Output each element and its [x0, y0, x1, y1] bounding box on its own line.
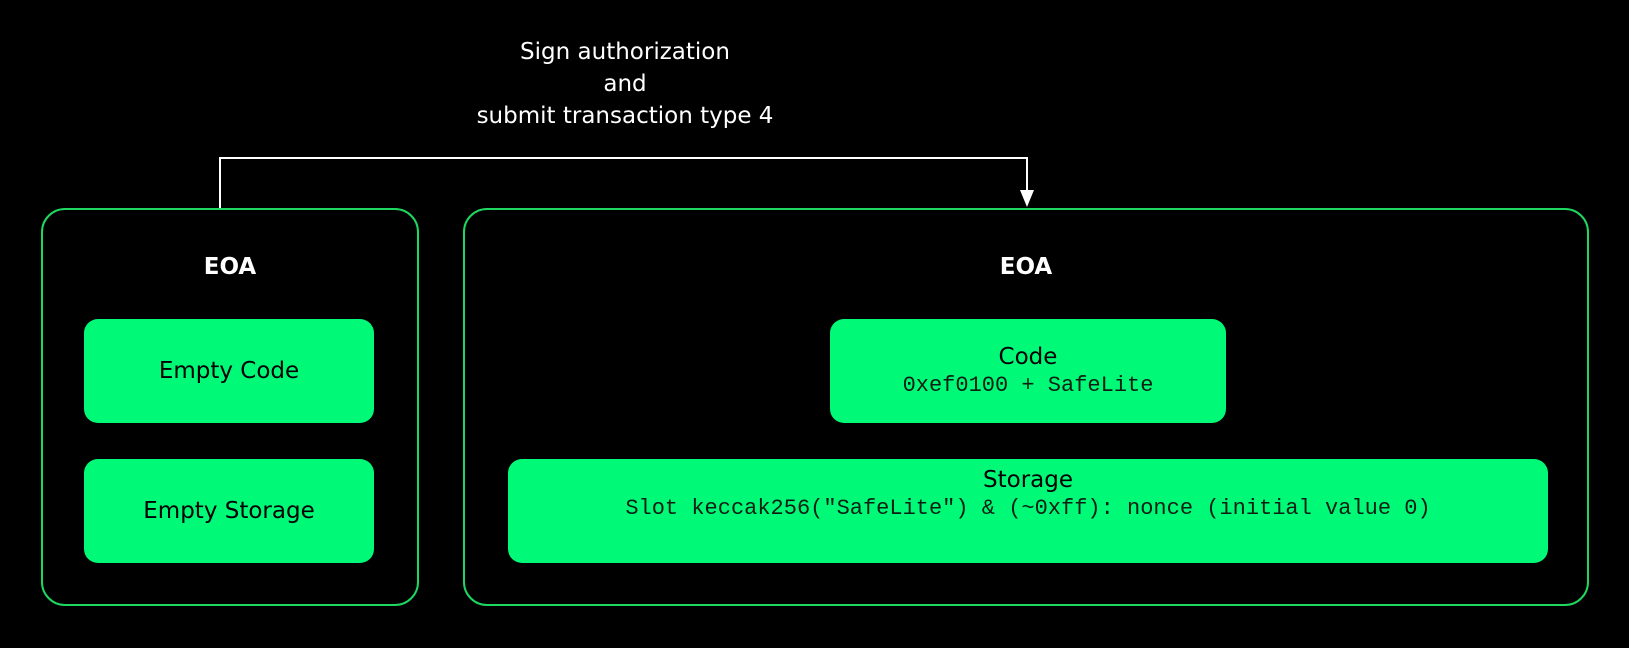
storage-label: Storage [983, 467, 1073, 493]
connector-line [219, 157, 1028, 208]
code-value: 0xef0100 + SafeLite [902, 373, 1154, 398]
storage-block: Storage Slot keccak256("SafeLite") & (~0… [508, 459, 1548, 563]
empty-code-block: Empty Code [84, 319, 374, 423]
connector-caption: Sign authorization and submit transactio… [400, 36, 850, 132]
eoa-before-title: EOA [203, 254, 257, 280]
empty-code-label: Empty Code [158, 358, 300, 384]
caption-line-2: and [603, 71, 647, 97]
empty-storage-label: Empty Storage [143, 498, 315, 524]
code-block: Code 0xef0100 + SafeLite [830, 319, 1226, 423]
caption-line-1: Sign authorization [520, 39, 730, 65]
empty-storage-block: Empty Storage [84, 459, 374, 563]
eoa-after-title: EOA [999, 254, 1053, 280]
code-label: Code [998, 344, 1058, 370]
connector-arrowhead [1020, 190, 1034, 207]
storage-value: Slot keccak256("SafeLite") & (~0xff): no… [625, 496, 1431, 521]
caption-line-3: submit transaction type 4 [476, 103, 774, 129]
eoa-before: EOA Empty Code Empty Storage [41, 208, 419, 606]
eoa-after: EOA Code 0xef0100 + SafeLite Storage Slo… [463, 208, 1589, 606]
